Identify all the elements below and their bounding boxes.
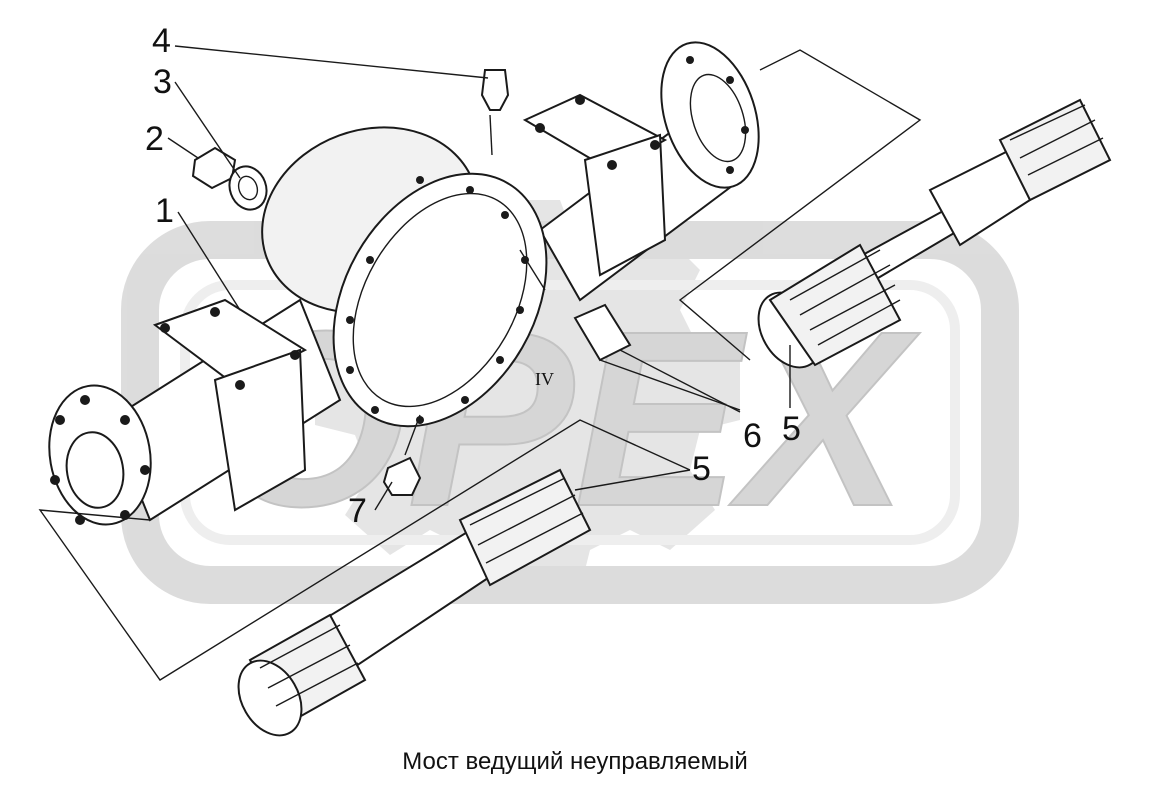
callout-4: 4	[152, 22, 171, 60]
callout-7: 7	[348, 492, 367, 530]
assembly-lines	[38, 49, 922, 681]
bolt-holes	[50, 56, 749, 525]
leader-lines	[167, 45, 791, 511]
callout-5-lower: 5	[692, 450, 711, 488]
filler-plug	[382, 456, 422, 496]
axle-housing	[48, 41, 760, 526]
diagram-caption: Мост ведущий неуправляемый	[402, 748, 748, 775]
callout-6: 6	[743, 417, 762, 455]
breather	[480, 69, 510, 111]
section-mark: IV	[535, 369, 554, 389]
pin	[573, 303, 632, 362]
right-flange	[660, 41, 760, 189]
axle-shaft-upper	[757, 98, 1112, 369]
callout-1: 1	[155, 192, 174, 230]
differential-flange-ring	[332, 172, 548, 428]
callout-5-upper: 5	[782, 410, 801, 448]
callout-3: 3	[153, 63, 172, 101]
axle-shaft-lower	[237, 468, 592, 737]
callout-2: 2	[145, 120, 164, 158]
